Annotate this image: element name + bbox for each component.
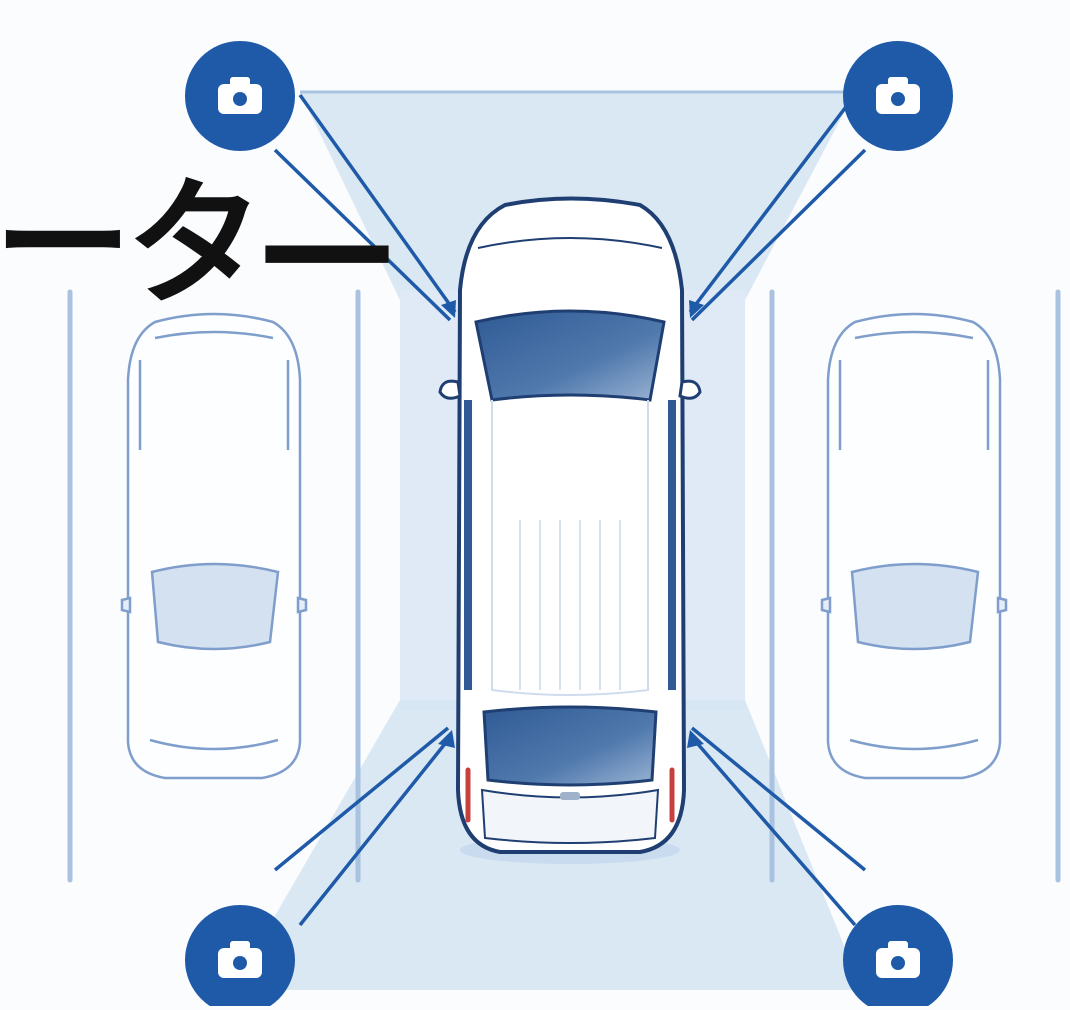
camera-front-left — [185, 41, 295, 151]
title-fragment: ータ— — [0, 176, 390, 314]
camera-rear-right — [843, 905, 953, 1006]
main-vehicle — [440, 199, 700, 865]
camera-front-right — [843, 41, 953, 151]
parked-car-left — [122, 314, 306, 778]
parked-car-right — [822, 314, 1006, 778]
